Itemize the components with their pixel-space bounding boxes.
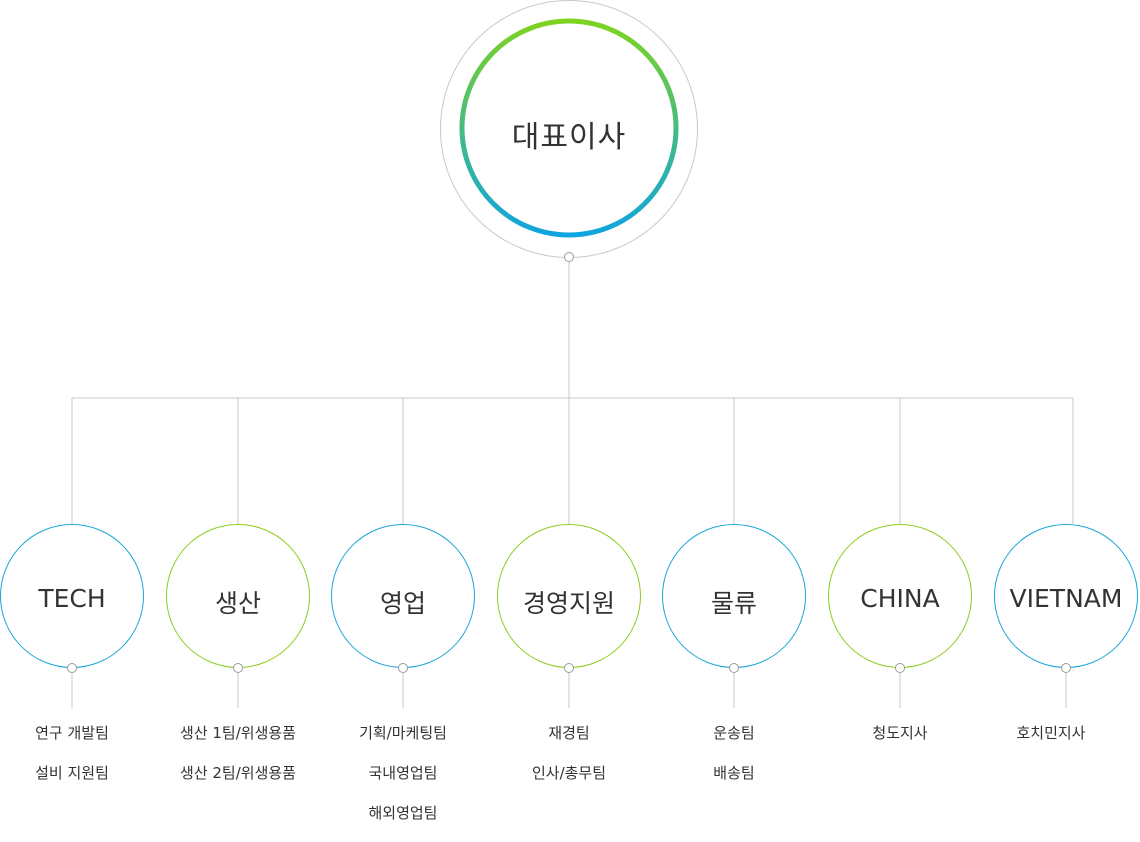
ceo-node: 대표이사 [440, 0, 698, 258]
team-item: 국내영업팀 [368, 764, 438, 782]
dept-sales: 영업 [331, 524, 475, 668]
dept-logistics: 물류 [662, 524, 806, 668]
dept-tech: TECH [0, 524, 144, 668]
dept-connector-dot [233, 663, 243, 673]
team-item: 청도지사 [872, 724, 928, 742]
dept-label: VIETNAM [1009, 584, 1123, 613]
team-item: 연구 개발팀 [35, 724, 109, 742]
team-list-production: 생산 1팀/위생용품 생산 2팀/위생용품 [153, 722, 323, 802]
team-list-sales: 기획/마케팅팀 국내영업팀 해외영업팀 [318, 722, 488, 842]
dept-label: 생산 [214, 589, 261, 618]
ceo-connector-dot [564, 252, 574, 262]
team-list-logistics: 운송팀 배송팀 [649, 722, 819, 802]
team-item: 생산 1팀/위생용품 [180, 724, 296, 742]
dept-label: TECH [38, 584, 106, 613]
dept-connector-dot [67, 663, 77, 673]
dept-label: 경영지원 [522, 589, 615, 618]
connector-lines [71, 262, 1074, 708]
ceo-title: 대표이사 [511, 120, 627, 155]
team-item: 호치민지사 [1016, 724, 1086, 742]
team-item: 생산 2팀/위생용품 [180, 764, 296, 782]
team-item: 해외영업팀 [368, 804, 438, 822]
team-item: 설비 지원팀 [35, 764, 109, 782]
ceo-gradient-ring [459, 18, 679, 238]
team-list-china: 청도지사 [815, 722, 985, 762]
dept-management-support: 경영지원 [497, 524, 641, 668]
team-item: 운송팀 [713, 724, 755, 742]
dept-connector-dot [729, 663, 739, 673]
dept-label: 물류 [710, 589, 757, 618]
team-list-management-support: 재경팀 인사/총무팀 [484, 722, 654, 802]
dept-connector-dot [1061, 663, 1071, 673]
dept-production: 생산 [166, 524, 310, 668]
dept-vietnam: VIETNAM [994, 524, 1138, 668]
team-list-tech: 연구 개발팀 설비 지원팀 [0, 722, 157, 802]
dept-label: CHINA [860, 584, 940, 613]
team-item: 배송팀 [713, 764, 755, 782]
team-item: 기획/마케팅팀 [359, 724, 447, 742]
dept-connector-dot [564, 663, 574, 673]
dept-china: CHINA [828, 524, 972, 668]
team-list-vietnam: 호치민지사 [966, 722, 1136, 762]
dept-label: 영업 [379, 589, 426, 618]
team-item: 재경팀 [548, 724, 590, 742]
dept-connector-dot [398, 663, 408, 673]
dept-connector-dot [895, 663, 905, 673]
team-item: 인사/총무팀 [531, 764, 607, 782]
